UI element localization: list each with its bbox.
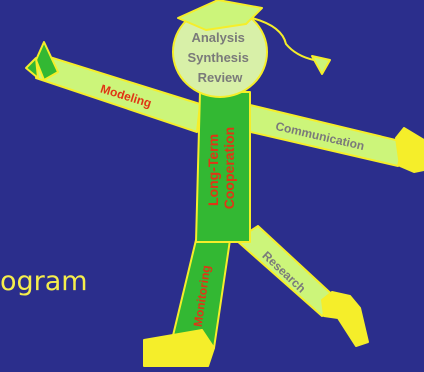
right-foot <box>321 291 369 347</box>
head-line-3: Review <box>198 70 244 85</box>
head-label: Analysis Synthesis Review <box>187 30 252 85</box>
left-hand <box>35 41 59 81</box>
torso-line-1: Long-Term <box>205 134 221 206</box>
cap-tassel <box>311 55 331 75</box>
background-partial-title: ogram <box>0 266 88 297</box>
head-line-1: Analysis <box>191 30 244 45</box>
left-hand-thumb <box>25 57 39 79</box>
torso-line-2: Cooperation <box>221 127 237 209</box>
left-foot <box>143 329 215 367</box>
cap-tassel-cord <box>251 17 315 61</box>
right-hand <box>395 127 424 173</box>
torso-label: Long-Term Cooperation <box>205 127 237 209</box>
graduation-cap <box>177 0 263 31</box>
head-line-2: Synthesis <box>187 50 248 65</box>
